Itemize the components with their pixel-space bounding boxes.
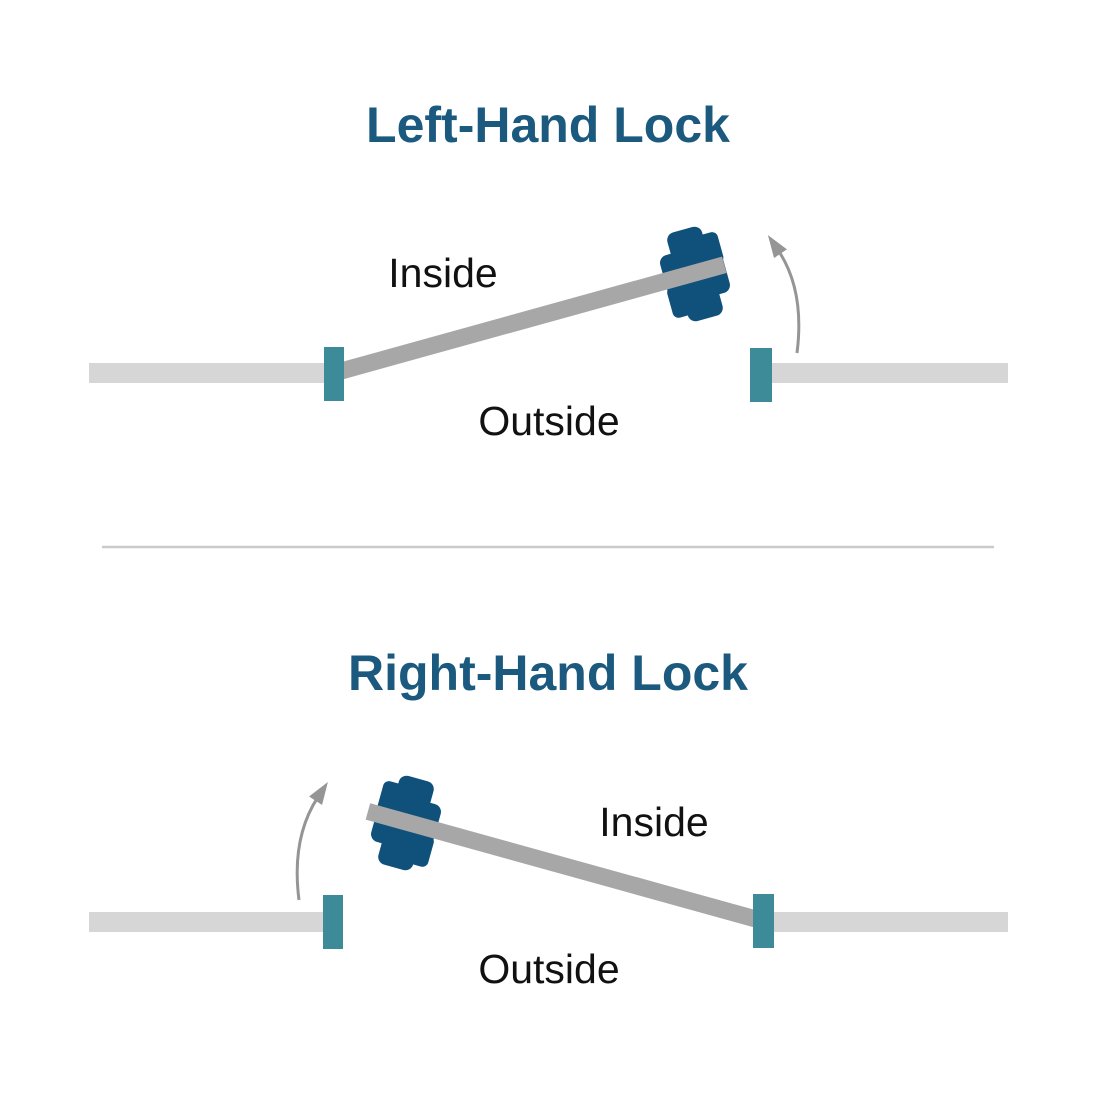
wall-segment-left (89, 912, 333, 932)
swing-arrow (295, 781, 328, 901)
wall-segment-left (89, 363, 334, 383)
swing-arrow (767, 235, 801, 354)
right-hand-lock-title: Right-Hand Lock (348, 645, 748, 701)
right-hand-lock-panel (89, 775, 1008, 949)
door-slab (331, 256, 727, 382)
knob-step-top (377, 781, 405, 816)
knob-step-bottom (406, 832, 434, 867)
strike-jamb (323, 895, 343, 949)
door-slab (365, 803, 766, 930)
hinge-jamb (324, 347, 344, 401)
knob-step-top (696, 232, 724, 267)
left-hand-lock-panel (89, 226, 1008, 402)
inside-label: Inside (388, 250, 498, 296)
outside-label: Outside (478, 398, 620, 444)
hinge-jamb (753, 894, 774, 948)
outside-label: Outside (478, 946, 620, 992)
wall-segment-right (763, 912, 1008, 932)
left-hand-lock-title: Left-Hand Lock (366, 97, 730, 153)
strike-jamb (750, 348, 772, 402)
knob-step-bottom (667, 283, 695, 318)
door-knob (371, 775, 441, 871)
inside-label: Inside (599, 799, 709, 845)
wall-segment-right (761, 363, 1008, 383)
